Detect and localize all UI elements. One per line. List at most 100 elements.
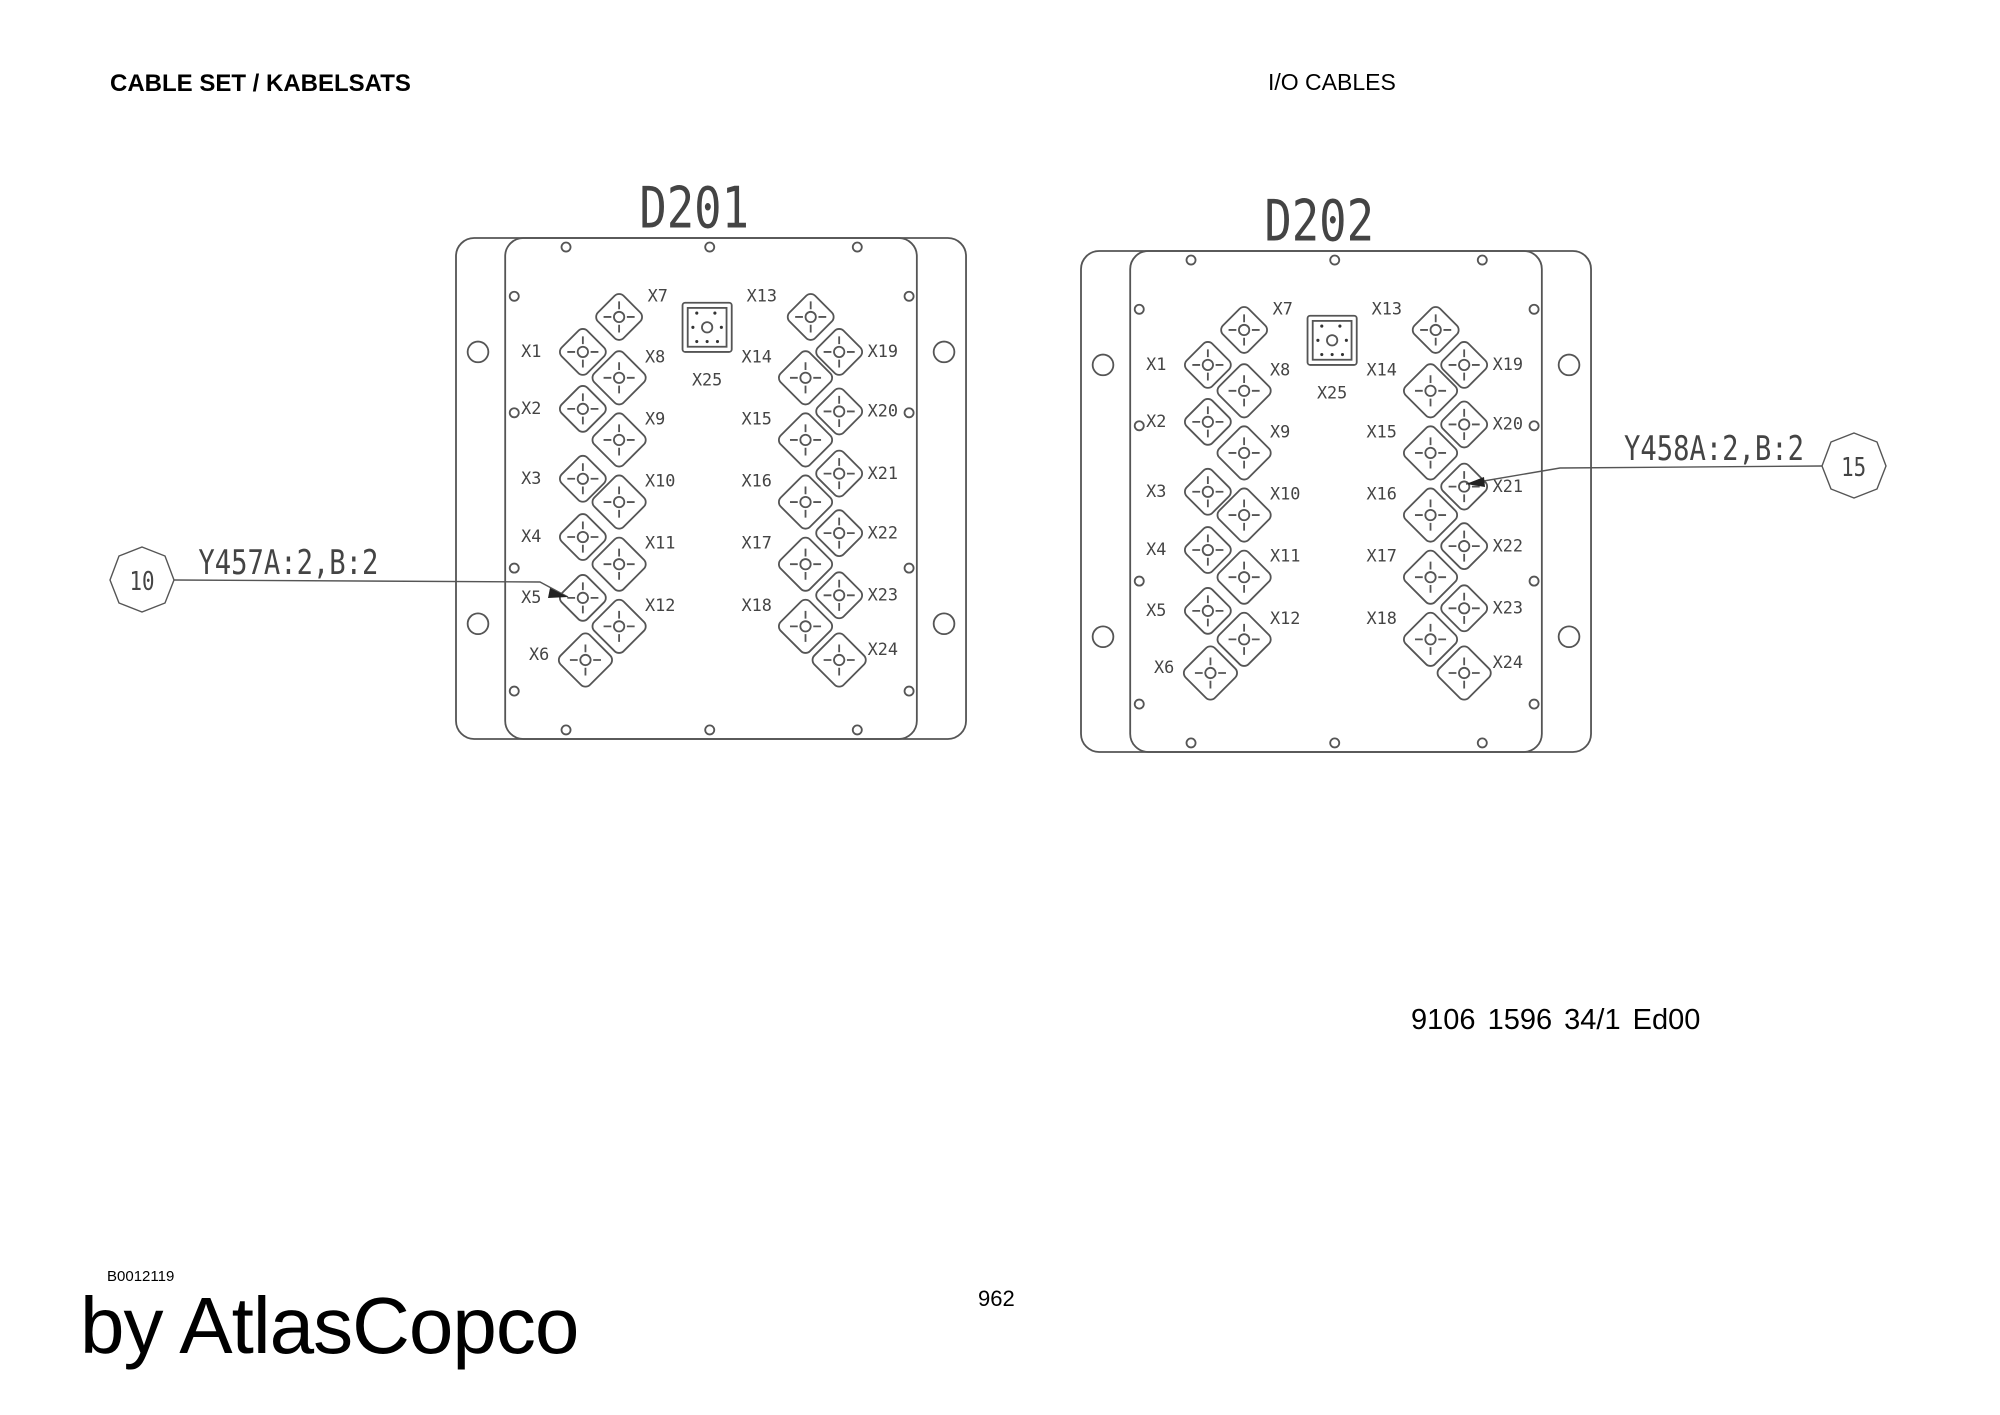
connector-x4: X4	[521, 513, 607, 561]
connector-x10: X10	[1216, 484, 1300, 543]
mounting-hole	[704, 724, 716, 736]
connector-label: X21	[868, 463, 898, 483]
callout-number: 10	[129, 566, 154, 597]
connector-label: X9	[645, 408, 665, 428]
mounting-hole	[1185, 737, 1197, 749]
mounting-hole	[1133, 420, 1145, 432]
connector-x23: X23	[1440, 584, 1523, 633]
connector-x5: X5	[1146, 587, 1232, 635]
connector-x6: X6	[529, 632, 613, 688]
bolt-hole	[466, 340, 490, 364]
panel-inner-frame	[504, 237, 918, 740]
connector-label: X7	[1273, 298, 1293, 318]
connector-x12: X12	[591, 595, 675, 654]
connector-x7: X7	[595, 285, 668, 341]
connector-x13: X13	[747, 285, 835, 341]
mounting-hole	[1528, 575, 1540, 587]
connector-label: X13	[1372, 298, 1402, 318]
callout-10: 10 Y457A:2,B:2	[109, 543, 569, 613]
connector-label: X23	[868, 584, 898, 604]
mounting-hole	[1185, 254, 1197, 266]
connector-label: X11	[645, 533, 675, 553]
connector-label: X12	[645, 595, 675, 615]
connector-x25: X25	[1306, 314, 1358, 403]
mounting-hole	[560, 724, 572, 736]
connector-x11: X11	[591, 533, 675, 592]
connector-x12: X12	[1216, 608, 1300, 667]
bolt-hole	[1091, 353, 1115, 377]
connector-label: X16	[741, 471, 771, 491]
leader-line	[173, 579, 569, 598]
connector-label: X23	[1493, 597, 1523, 617]
panel-inner-frame	[1129, 250, 1543, 753]
connector-label: X10	[1270, 484, 1300, 504]
mounting-hole	[508, 290, 520, 302]
connector-x22: X22	[1440, 522, 1523, 571]
connector-label: X25	[692, 370, 722, 390]
mounting-hole	[1528, 303, 1540, 315]
mounting-hole	[903, 407, 915, 419]
connector-label: X19	[1493, 354, 1523, 374]
mounting-hole	[1329, 737, 1341, 749]
connector-x14: X14	[741, 346, 834, 406]
connector-x24: X24	[1436, 645, 1523, 701]
mounting-hole	[1528, 698, 1540, 710]
mounting-hole	[851, 241, 863, 253]
mounting-hole	[1476, 254, 1488, 266]
callout-label: Y457A:2,B:2	[198, 543, 378, 583]
callout-bubble	[1821, 432, 1887, 499]
connector-label: X19	[868, 341, 898, 361]
connector-label: X22	[1493, 535, 1523, 555]
connector-label: X20	[868, 401, 898, 421]
mounting-hole	[1133, 575, 1145, 587]
panel-title: D201	[639, 176, 749, 242]
connector-x25: X25	[681, 301, 733, 390]
connector-x15: X15	[741, 408, 834, 468]
mounting-hole	[508, 562, 520, 574]
bolt-hole	[932, 340, 956, 364]
drawing-code: B0012119	[107, 1268, 175, 1285]
connector-label: X3	[1146, 481, 1166, 501]
connector-x23: X23	[815, 571, 898, 620]
connector-x20: X20	[1440, 400, 1523, 449]
connector-label: X4	[1146, 539, 1166, 559]
connector-x2: X2	[1146, 398, 1232, 446]
connector-x16: X16	[741, 471, 834, 530]
connector-label: X15	[741, 408, 771, 428]
connector-label: X7	[648, 285, 668, 305]
arrowhead	[548, 588, 568, 598]
mounting-hole	[1476, 737, 1488, 749]
connector-x19: X19	[1440, 341, 1523, 389]
connector-label: X3	[521, 468, 541, 488]
connector-x13: X13	[1372, 298, 1460, 354]
connector-x24: X24	[811, 632, 898, 688]
callout-number: 15	[1841, 452, 1866, 483]
connector-label: X18	[1366, 608, 1396, 628]
connector-x7: X7	[1220, 298, 1293, 354]
connector-x21: X21	[815, 449, 898, 498]
connector-x6: X6	[1154, 645, 1238, 701]
bolt-hole	[1557, 625, 1581, 649]
mounting-hole	[704, 241, 716, 253]
callout-15: 15 Y458A:2,B:2	[1465, 429, 1887, 499]
connector-label: X20	[1493, 414, 1523, 434]
connector-label: X11	[1270, 546, 1300, 566]
connector-label: X21	[1493, 476, 1523, 496]
connector-x18: X18	[1366, 608, 1459, 667]
connector-label: X15	[1366, 421, 1396, 441]
connector-x18: X18	[741, 595, 834, 654]
connector-x19: X19	[815, 328, 898, 376]
connector-x4: X4	[1146, 526, 1232, 574]
connector-label: X14	[1366, 359, 1396, 379]
mounting-hole	[560, 241, 572, 253]
connector-x15: X15	[1366, 421, 1459, 481]
mounting-hole	[1133, 303, 1145, 315]
connector-x11: X11	[1216, 546, 1300, 605]
bolt-hole	[1557, 353, 1581, 377]
mounting-hole	[903, 290, 915, 302]
connector-label: X9	[1270, 421, 1290, 441]
connector-label: X25	[1317, 383, 1347, 403]
connector-label: X5	[521, 587, 541, 607]
